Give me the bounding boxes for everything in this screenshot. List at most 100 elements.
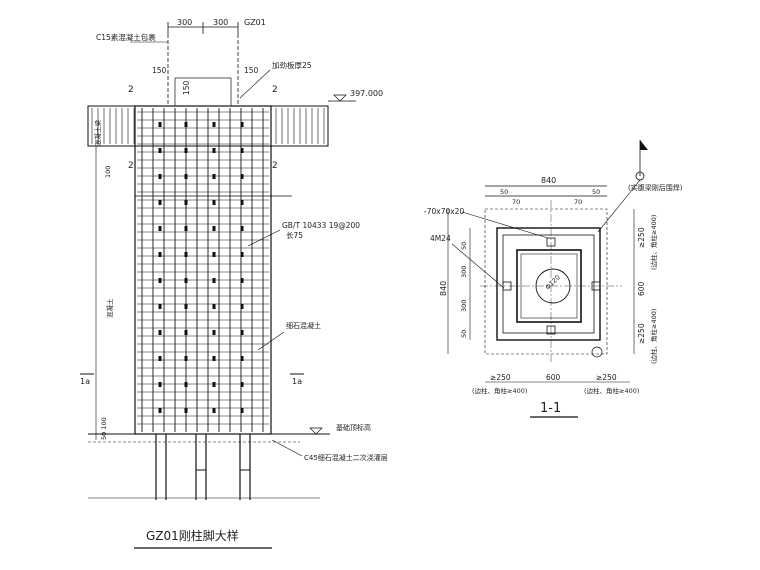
bottom-dim-right: ≥250: [596, 373, 617, 382]
leader-line: [451, 243, 505, 289]
elevation-title: GZ01刚柱脚大样: [146, 528, 239, 543]
section-title: 1-1: [540, 401, 561, 416]
dim-150-vertical: 150: [182, 80, 191, 95]
anchor-plate-left: [502, 281, 512, 291]
shear-stud: [212, 252, 216, 257]
leader-line: [239, 69, 271, 99]
shear-stud: [212, 278, 216, 283]
shear-stud: [184, 330, 188, 335]
top-dim-50a: 50: [500, 188, 508, 196]
left-dim-300b: 300: [460, 300, 468, 312]
weld-callout-circle: [591, 346, 603, 358]
foundation-outline: [484, 208, 608, 355]
shear-stud: [158, 148, 162, 153]
shear-stud: [212, 408, 216, 413]
bottom-note-right: (边柱、角柱≥400): [584, 386, 639, 395]
shear-stud: [184, 148, 188, 153]
flag-label: (实腹梁刚后围焊): [628, 183, 683, 192]
shear-stud: [212, 148, 216, 153]
shear-stud: [240, 200, 244, 205]
shear-stud: [184, 200, 188, 205]
shear-stud: [212, 174, 216, 179]
shear-stud: [240, 408, 244, 413]
encasement-outline: [134, 105, 272, 435]
elevation-triangle: [333, 94, 347, 102]
base-label: 基础顶标高: [336, 423, 371, 432]
c45-label: C45细石混凝土二次浇灌层: [304, 453, 388, 462]
dim-840-left: 840: [439, 281, 448, 296]
shear-stud: [158, 304, 162, 309]
shear-stud: [158, 174, 162, 179]
section-mark-2-left-low: 2: [128, 161, 134, 171]
left-dim-50b: 50: [460, 330, 468, 338]
shear-stud: [240, 304, 244, 309]
column-tag: GZ01: [244, 18, 266, 27]
right-top-dim: ≥250: [637, 227, 646, 248]
shear-stud: [158, 382, 162, 387]
shear-stud: [184, 122, 188, 127]
section-mark-2-right: 2: [272, 85, 278, 95]
leader-line: [271, 439, 303, 457]
top-dim-70a: 70: [512, 198, 520, 206]
section-mark-2-right-low: 2: [272, 161, 278, 171]
stud-label: GB/T 10433 19@200: [282, 221, 360, 230]
shear-stud: [184, 278, 188, 283]
fine-concrete-label: 细石混凝土: [286, 321, 321, 330]
leader-line: [247, 229, 281, 247]
shear-stud: [158, 122, 162, 127]
hole-label: Φ120: [544, 273, 562, 291]
shear-stud: [158, 408, 162, 413]
shear-stud: [240, 174, 244, 179]
shear-stud: [158, 356, 162, 361]
dim-50-100: 50 100: [100, 417, 108, 440]
shear-stud: [184, 382, 188, 387]
plate-label: -70x70x20: [424, 207, 464, 216]
right-bot-note: (边柱、角柱≥400): [649, 309, 658, 364]
column-inner: [520, 253, 578, 319]
anchor-plate-bottom: [546, 325, 556, 335]
anchor-plate-right: [591, 281, 601, 291]
shear-stud: [240, 330, 244, 335]
shear-stud: [240, 382, 244, 387]
c15-label: C15素混凝土包裹: [96, 32, 156, 42]
shear-stud: [240, 356, 244, 361]
dim-150-left: 150: [152, 66, 167, 75]
elevation-view: 300 300 GZ01 C15素混凝土包裹 加劲板厚25 150 150 15…: [80, 18, 388, 549]
left-beam-label: 混凝土梁: [93, 120, 102, 147]
shear-stud: [240, 278, 244, 283]
anchor-plate-top: [546, 237, 556, 247]
stud-length: 长75: [286, 230, 303, 240]
dim-300-a: 300: [177, 18, 192, 27]
right-mid-dim: 600: [637, 281, 646, 296]
shear-stud: [212, 330, 216, 335]
shear-stud: [184, 304, 188, 309]
shear-stud: [158, 226, 162, 231]
beam-stirrups: [91, 108, 325, 144]
bottom-dim-mid: 600: [546, 373, 561, 382]
right-bot-dim: ≥250: [637, 323, 646, 344]
shear-stud: [240, 252, 244, 257]
shear-stud: [158, 252, 162, 257]
left-dim-50a: 50: [460, 242, 468, 250]
section-mark-2-left: 2: [128, 85, 134, 95]
left-dim-300a: 300: [460, 266, 468, 278]
dim-150-right: 150: [244, 66, 259, 75]
bottom-note-left: (边柱、角柱≥400): [472, 386, 527, 395]
section-1-1-view: 840 50 70 70 50 (实腹梁刚后围焊) -70x70x20 4M24…: [424, 140, 683, 418]
left-vertical-label: 混凝土: [105, 298, 114, 318]
shear-stud: [212, 200, 216, 205]
shear-stud: [240, 148, 244, 153]
shear-stud: [184, 226, 188, 231]
shear-stud: [158, 330, 162, 335]
shear-stud: [184, 356, 188, 361]
shear-stud: [212, 122, 216, 127]
base-elevation-triangle: [309, 427, 323, 435]
elevation-value: 397.000: [350, 89, 383, 98]
shear-stud: [212, 226, 216, 231]
shear-stud: [240, 122, 244, 127]
shear-stud: [240, 226, 244, 231]
anchor-bolts: [155, 434, 251, 500]
leader-line: [461, 211, 549, 239]
shear-studs: [158, 122, 244, 413]
weld-flag-icon: [640, 140, 648, 150]
